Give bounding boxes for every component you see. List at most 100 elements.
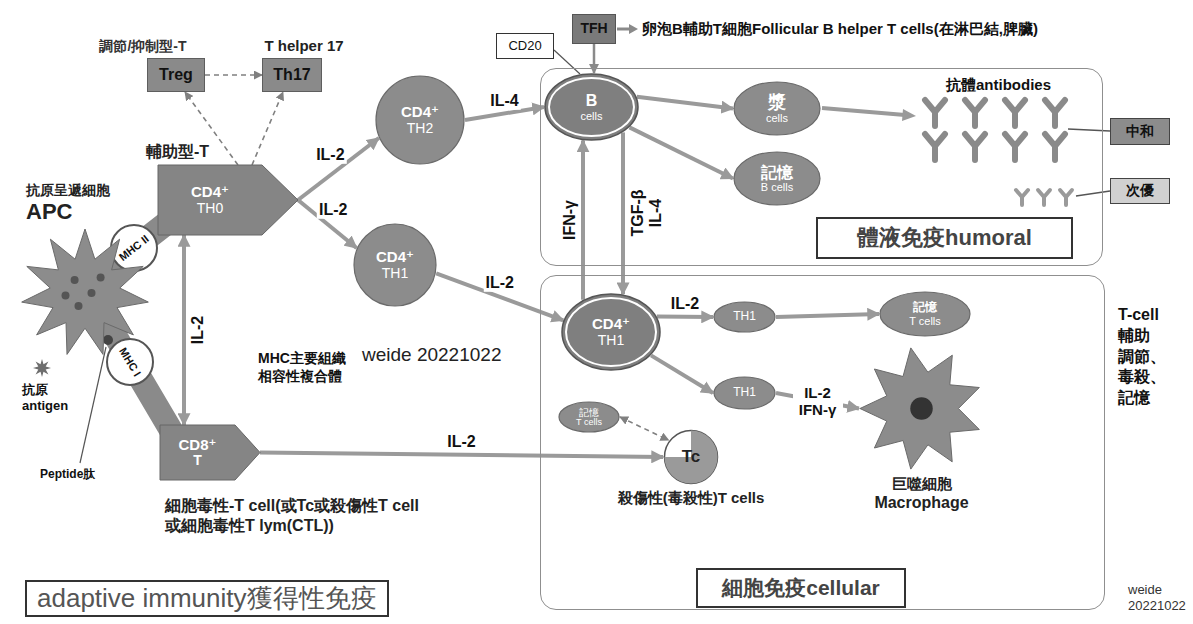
text-area: TFH [573,15,615,43]
text-area: 記憶T cells [879,291,971,337]
region-heading: 細胞免疫cellular [696,568,906,608]
note-label: MHC主要組織 相容性複合體 [258,350,354,385]
antibody [1038,190,1050,205]
outside-text: 抗原呈遞細胞APC [26,182,110,225]
cell-body [714,377,775,409]
node-label: TFH [580,21,607,36]
node-label: TH1 [733,310,756,323]
outside-text: 輔助型-T [146,142,209,161]
antibody [925,100,945,126]
node-label: Treg [159,66,193,84]
arrow-head [629,24,638,34]
macrophage-shape [859,346,984,471]
treg-box: 調節/抑制型-TTreg [147,58,205,92]
node-label: B [586,92,598,110]
antibody-small-group [1016,190,1072,205]
connector [637,97,733,109]
leader-line [80,347,106,463]
note-label: 卵泡B輔助T細胞Follicular B helper T cells(在淋巴結… [642,20,1038,37]
peptide-label: Peptide肽 [40,468,95,482]
text-area: 漿cells [733,81,821,136]
region-heading: 體液免疫humoral [816,217,1073,259]
outside-label: 巨噬細胞 [892,475,952,493]
cell-body [545,74,638,140]
arrow-body [158,165,298,235]
node-label: 記憶 [913,301,937,314]
mhc-arm [100,310,172,432]
cell-body [559,402,619,432]
cell-body [860,348,979,469]
cell-body [354,224,436,306]
text-stack: CD4⁺TH1 [592,316,630,348]
text-area: 記憶B cells [733,151,821,206]
text-stack: 記憶T cells [576,407,602,428]
cell-body [734,82,820,135]
outside-label: 抗原呈遞細胞 [26,182,110,199]
text-area: TH1 [713,301,776,333]
connector [621,132,625,294]
node-label: TH1 [598,333,624,348]
peptide-dot [88,289,96,297]
cd8-t-arrow: CD8⁺T細胞毒性-T cell(或Tc或殺傷性T cell 或細胞毒性T ly… [160,425,260,480]
node-label: 記憶 [761,164,793,182]
edge-label: IL-2 [445,433,477,451]
text-stack: Bcells [580,92,602,122]
text-stack: 漿cells [766,93,788,125]
outside-label: T helper 17 [264,37,343,55]
antigen-icon [33,359,51,377]
text-area: CD4⁺TH2 [375,75,465,165]
leader-line [1076,191,1110,196]
connector [260,453,663,458]
text-stack: CD4⁺TH0 [191,184,229,216]
text-area: Tc [663,429,719,485]
node-label: T [193,453,202,468]
outside-label: Macrophage [874,493,968,512]
watermark: weide 20221022 [1128,582,1190,613]
node-label: Th17 [273,66,310,84]
node-label: 次優 [1126,183,1154,198]
node-label: CD8⁺ [179,437,217,454]
suboptimal-box: 次優 [1110,178,1170,204]
cell-sector [665,431,718,484]
outside-text: 細胞毒性-T cell(或Tc或殺傷性T cell 或細胞毒性T lym(CTL… [165,496,475,536]
edge-label: IL-2 [483,274,515,292]
outside-text: 巨噬細胞Macrophage [874,475,968,512]
outside-label: APC [26,199,72,225]
text-area: 記憶T cells [558,401,620,433]
connector [182,235,186,425]
cell-body [376,76,464,164]
cytotoxic-t-cell: Tc殺傷性(毒殺性)T cells [663,429,719,485]
outside-text: T helper 17 [264,37,343,55]
text-area: 中和 [1111,119,1169,144]
text-stack: Tc [682,448,701,467]
outside-label: 輔助型-T [146,142,209,161]
cd20-box: CD20 [496,33,554,59]
th2-circle: CD4⁺TH2 [375,75,465,165]
cell-ring [549,78,634,136]
outside-label: 調節/抑制型-T [99,38,186,55]
cell-body [562,294,660,370]
arrow-line [617,28,630,31]
node-label: CD4⁺ [592,316,630,333]
macrophage: 巨噬細胞Macrophage [859,346,984,471]
text-area: CD20 [497,34,553,58]
leader-line [1068,129,1110,131]
node-label: B cells [761,181,793,193]
antibody [965,134,985,160]
side-note: T-cell 輔助 調節、 毒殺、 記憶 [1118,305,1184,409]
th1-effector: TH1 [713,301,776,333]
connector [630,127,734,178]
node-label: TH1 [733,386,756,399]
cell-body [734,152,820,205]
node-label: 中和 [1126,124,1154,139]
text-stack: 次優 [1126,183,1154,198]
node-label: cells [580,110,602,122]
peptide-dot [97,273,105,281]
antibody [1005,100,1025,126]
cell-body [665,431,718,484]
text-stack: 中和 [1126,124,1154,139]
text-stack: TH1 [733,310,756,323]
th1-circle: CD4⁺TH1 [353,223,437,307]
text-area: 次優 [1111,179,1169,203]
antibody [925,134,945,160]
